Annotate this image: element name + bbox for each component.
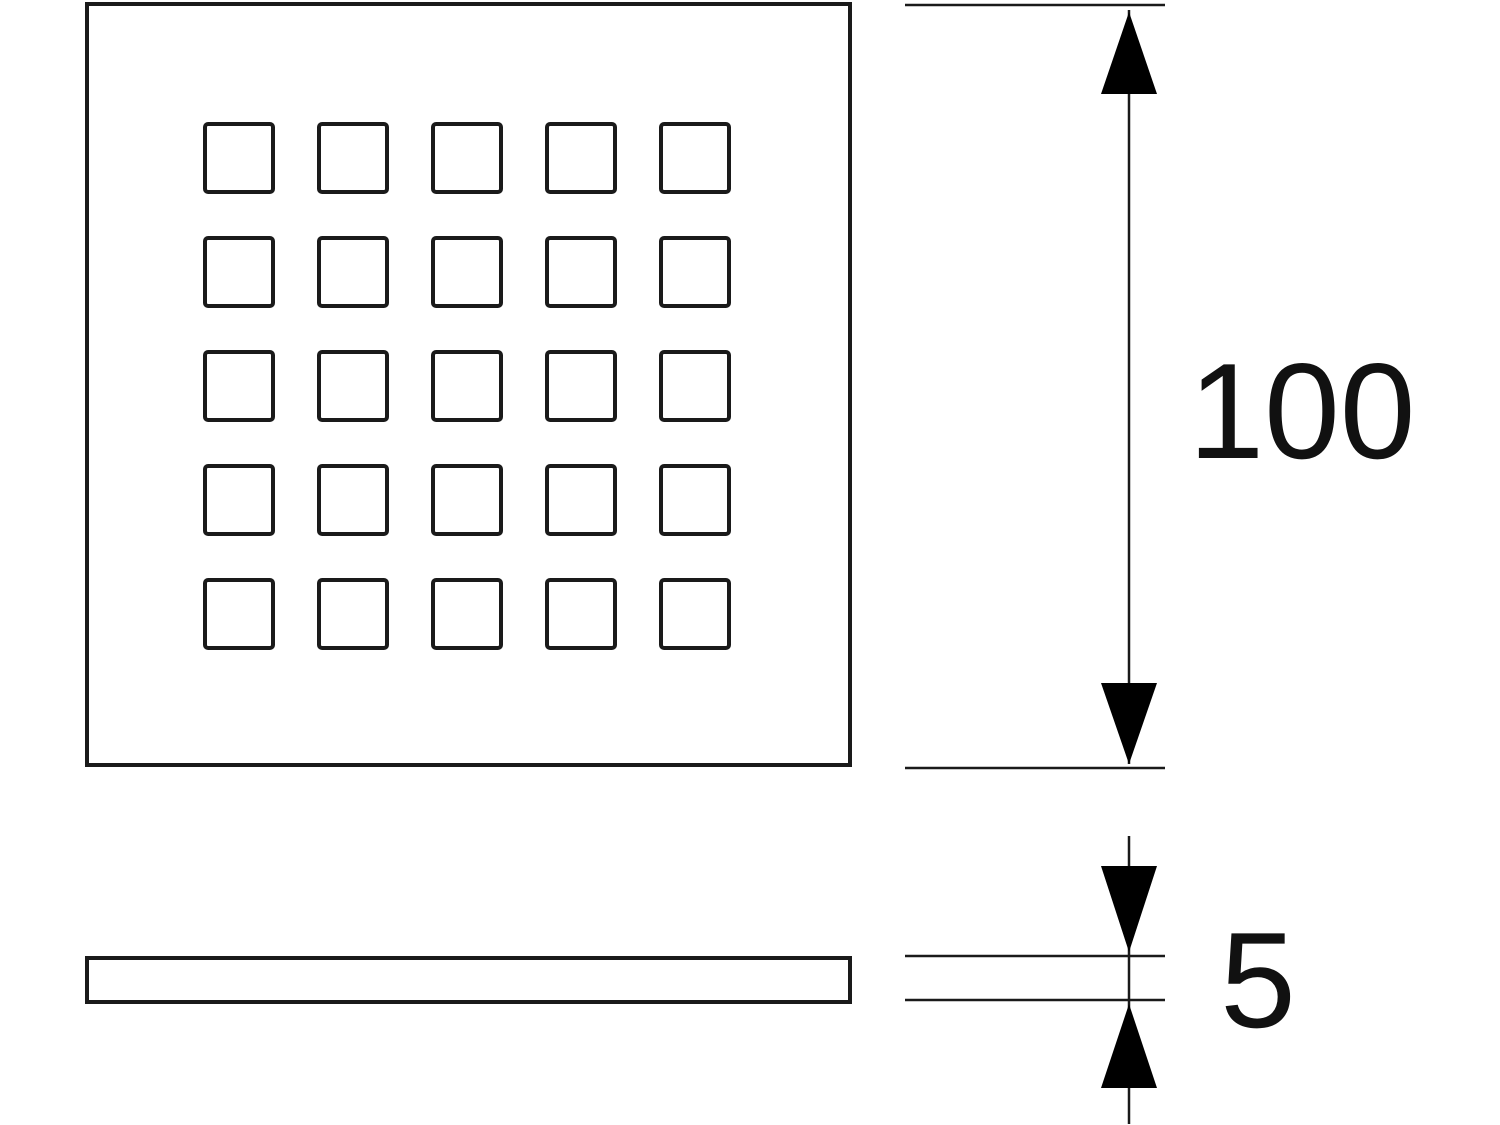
top-view [85, 2, 852, 767]
drain-hole [317, 350, 389, 422]
drain-hole [659, 464, 731, 536]
thickness-arrow-down [1101, 866, 1157, 952]
drain-hole [659, 578, 731, 650]
drain-hole [431, 350, 503, 422]
plate-top-outline [85, 2, 852, 767]
width-arrow-up [1101, 12, 1157, 94]
plate-side-outline [85, 956, 852, 1004]
thickness-dimension: 5 [905, 836, 1296, 1124]
drain-hole [659, 236, 731, 308]
thickness-dimension-label: 5 [1220, 904, 1296, 1056]
drain-hole [317, 236, 389, 308]
drain-hole [431, 464, 503, 536]
drain-hole [431, 236, 503, 308]
drain-hole [203, 578, 275, 650]
drain-hole [545, 236, 617, 308]
drain-hole-grid [203, 122, 731, 650]
width-arrow-down [1101, 683, 1157, 764]
width-dimension: 100 [905, 3, 1416, 770]
drain-hole [545, 464, 617, 536]
side-view [85, 956, 852, 1004]
drain-hole [545, 350, 617, 422]
drain-hole [545, 122, 617, 194]
width-dimension-label: 100 [1189, 335, 1416, 487]
drain-hole [203, 350, 275, 422]
drain-hole [317, 464, 389, 536]
drain-hole [203, 464, 275, 536]
drain-hole [545, 578, 617, 650]
drain-hole [317, 578, 389, 650]
drain-hole [431, 578, 503, 650]
drain-hole [659, 350, 731, 422]
drain-hole [203, 236, 275, 308]
drain-hole [659, 122, 731, 194]
drain-hole [431, 122, 503, 194]
thickness-arrow-up [1101, 1004, 1157, 1088]
drain-hole [317, 122, 389, 194]
drain-hole [203, 122, 275, 194]
